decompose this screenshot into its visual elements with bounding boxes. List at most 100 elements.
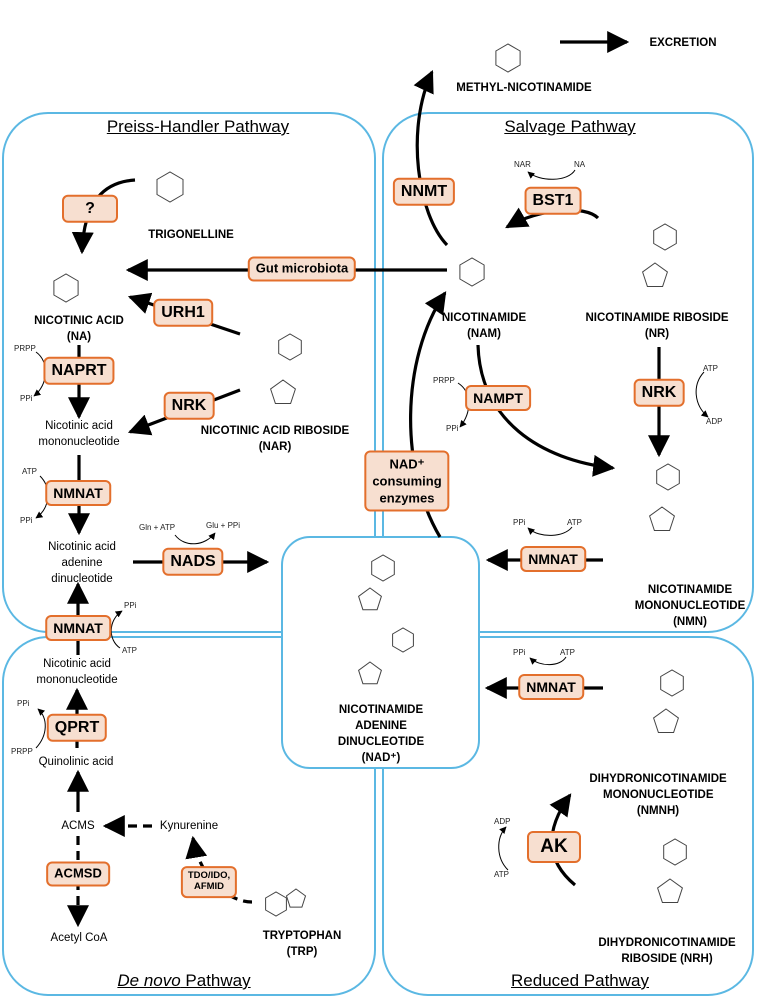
cofactor-ppi: PPi: [20, 516, 33, 525]
na-abbr: (NA): [66, 331, 92, 343]
preiss-handler-title: Preiss-Handler Pathway: [106, 117, 290, 136]
namn-line2: mononucleotide: [38, 436, 120, 448]
nmn-line3: (NMN): [673, 616, 707, 628]
label-quinolinic-acid: Quinolinic acid: [38, 756, 114, 768]
enzyme-nrk-right[interactable]: NRK: [633, 378, 685, 408]
cofactor-adp: ADP: [494, 817, 511, 826]
label-nicotinamide-riboside: NICOTINAMIDE RIBOSIDE (NR): [585, 310, 728, 342]
cofactor-arrow-qprt: [35, 708, 46, 749]
structure-nad-nicotinamide-ring: [371, 554, 395, 582]
arrow-nampt: [476, 344, 616, 477]
structure-nmn-ribose: [649, 506, 675, 531]
nr-name: NICOTINAMIDE RIBOSIDE: [585, 312, 729, 324]
enzyme-nrk-left[interactable]: NRK: [163, 391, 215, 421]
label-excretion: EXCRETION: [649, 37, 717, 49]
label-trigonelline: TRIGONELLINE: [148, 229, 234, 241]
tdo-line1: TDO/IDO,: [187, 870, 231, 882]
cofactor-atp: ATP: [22, 467, 37, 476]
enzyme-acmsd[interactable]: ACMSD: [46, 861, 110, 887]
nrh-line2: RIBOSIDE (NRH): [621, 953, 713, 965]
cofactor-atp: ATP: [122, 646, 137, 655]
naad-line2: adenine: [61, 557, 103, 569]
enzyme-nmnat-preiss[interactable]: NMNAT: [45, 479, 111, 507]
de-novo-title: De novo Pathway: [117, 971, 250, 991]
enzyme-nmnat-denovo[interactable]: NMNAT: [45, 614, 111, 642]
enzyme-nmnat-reduced[interactable]: NMNAT: [518, 673, 584, 701]
enzyme-nnmt[interactable]: NNMT: [392, 177, 456, 207]
nmn-line2: MONONUCLEOTIDE: [634, 600, 746, 612]
nmn-line1: NICOTINAMIDE: [647, 584, 733, 596]
nad-line1: NICOTINAMIDE: [338, 704, 424, 716]
cofactor-prpp: PRPP: [11, 747, 33, 756]
label-methyl-nicotinamide: METHYL-NICOTINAMIDE: [456, 82, 592, 94]
enzyme-ak[interactable]: AK: [527, 831, 581, 863]
trp-abbr: (TRP): [286, 946, 318, 958]
label-nmn: NICOTINAMIDE MONONUCLEOTIDE (NMN): [635, 582, 746, 630]
enzyme-nampt[interactable]: NAMPT: [465, 384, 531, 412]
structure-nr-ribose: [642, 262, 668, 287]
cofactor-gln-atp: Gln + ATP: [139, 523, 176, 532]
enzyme-unknown[interactable]: ?: [62, 194, 118, 224]
cofactor-atp: ATP: [703, 364, 718, 373]
preiss-handler-panel: [2, 112, 376, 633]
label-acms: ACMS: [61, 820, 95, 832]
na-name: NICOTINIC ACID: [34, 315, 124, 327]
label-nicotinamide: NICOTINAMIDE (NAM): [442, 310, 526, 342]
structure-nmnh-ribose: [653, 708, 679, 733]
nam-abbr: (NAM): [467, 328, 501, 340]
structure-nad-ribose1: [358, 587, 382, 611]
cofactor-arrow-bst1: [527, 169, 576, 180]
structure-nmnh-ring: [660, 669, 684, 697]
salvage-title: Salvage Pathway: [504, 117, 636, 136]
cofactor-ppi: PPi: [513, 518, 526, 527]
cofactor-prpp: PRPP: [14, 344, 36, 353]
cofactor-atp: ATP: [567, 518, 582, 527]
reduced-panel: [382, 636, 754, 996]
nad-consuming-line1: NAD⁺: [389, 456, 425, 472]
reduced-title: Reduced Pathway: [511, 971, 649, 990]
cofactor-atp: ATP: [494, 870, 509, 879]
cofactor-glu-ppi: Glu + PPi: [206, 521, 241, 530]
enzyme-nmnat-salvage[interactable]: NMNAT: [520, 545, 586, 573]
namn2-line1: Nicotinic acid: [43, 658, 111, 670]
cofactor-adp: ADP: [706, 417, 723, 426]
cofactor-prpp: PRPP: [433, 376, 455, 385]
nar-name: NICOTINIC ACID RIBOSIDE: [200, 425, 350, 437]
naad-line3: dinucleotide: [51, 573, 113, 585]
cofactor-arrow-nmnat-salvage: [527, 526, 573, 536]
enzyme-tdo-ido-afmid[interactable]: TDO/IDO,AFMID: [180, 866, 238, 898]
structure-nrh-ribose: [657, 878, 683, 903]
arrow-nnmt: [413, 70, 449, 247]
cofactor-ppi: PPi: [124, 601, 137, 610]
label-nicotinic-acid-riboside: NICOTINIC ACID RIBOSIDE (NAR): [201, 423, 349, 455]
structure-tryptophan-pyrrole: [285, 888, 307, 908]
cofactor-ppi: PPi: [513, 648, 526, 657]
nad-line4: (NAD⁺): [361, 752, 401, 764]
nmnh-line1: DIHYDRONICOTINAMIDE: [589, 773, 727, 785]
structure-nar-ring: [278, 333, 302, 361]
structure-nad-ribose2: [358, 661, 382, 685]
enzyme-qprt[interactable]: QPRT: [46, 713, 108, 743]
nar-abbr: (NAR): [258, 441, 292, 453]
enzyme-gut-microbiota[interactable]: Gut microbiota: [247, 256, 357, 282]
cofactor-ppi: PPi: [17, 699, 30, 708]
nr-abbr: (NR): [644, 328, 670, 340]
cofactor-arrow-nmnat-denovo: [110, 610, 123, 649]
structure-methyl-nicotinamide: [495, 43, 521, 73]
enzyme-naprt[interactable]: NAPRT: [43, 356, 115, 386]
nad-line2: ADENINE: [355, 720, 407, 732]
enzyme-nads[interactable]: NADS: [162, 547, 224, 577]
enzyme-urh1[interactable]: URH1: [153, 298, 213, 328]
nad-consuming-line2: consuming: [372, 473, 442, 489]
nam-name: NICOTINAMIDE: [441, 312, 527, 324]
enzyme-bst1[interactable]: BST1: [524, 186, 582, 216]
nad-consuming-line3: enzymes: [379, 490, 435, 506]
label-tryptophan: TRYPTOPHAN(TRP): [263, 928, 342, 960]
